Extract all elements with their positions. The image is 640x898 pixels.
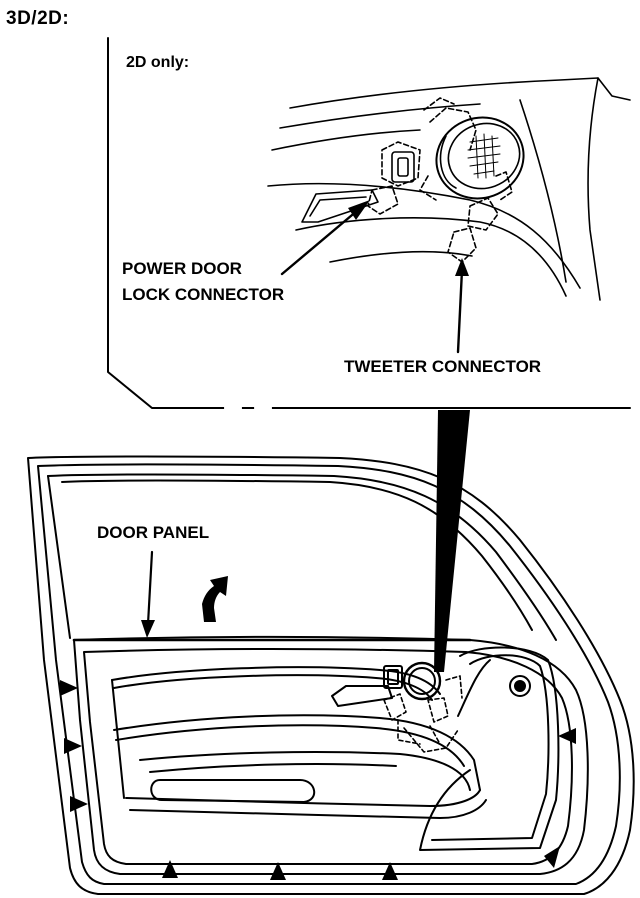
inset-subtitle: 2D only: bbox=[126, 54, 190, 71]
clip-marker bbox=[60, 680, 78, 696]
clip-marker bbox=[270, 862, 286, 880]
power-door-lock-connector-label: POWER DOOR LOCK CONNECTOR bbox=[122, 256, 284, 308]
tweeter-connector-label: TWEETER CONNECTOR bbox=[344, 357, 542, 376]
inset-leaders bbox=[280, 208, 464, 354]
clip-marker bbox=[162, 860, 178, 878]
clip-marker bbox=[544, 846, 560, 868]
clip-marker bbox=[382, 862, 398, 880]
zoom-wedge bbox=[434, 410, 470, 672]
power-door-lock-label-line2: LOCK CONNECTOR bbox=[122, 285, 285, 304]
door-panel bbox=[72, 636, 589, 875]
door-panel-leader bbox=[146, 550, 154, 626]
inset-frame bbox=[107, 37, 631, 410]
door-outline bbox=[27, 455, 635, 895]
clip-marker bbox=[558, 728, 576, 744]
clip-markers bbox=[60, 680, 576, 880]
lift-direction-arrow bbox=[202, 576, 228, 622]
inset-door-detail bbox=[267, 77, 631, 301]
clip-marker bbox=[64, 738, 82, 754]
door-panel-label: DOOR PANEL bbox=[97, 523, 210, 542]
door-panel-leader-arrowhead bbox=[141, 620, 155, 638]
tweeter-grille bbox=[467, 133, 501, 179]
inset-leader-arrowheads bbox=[348, 200, 469, 276]
diagram-heading: 3D/2D: bbox=[6, 8, 70, 29]
power-door-lock-label-line1: POWER DOOR bbox=[122, 259, 242, 278]
clip-marker bbox=[70, 796, 88, 812]
